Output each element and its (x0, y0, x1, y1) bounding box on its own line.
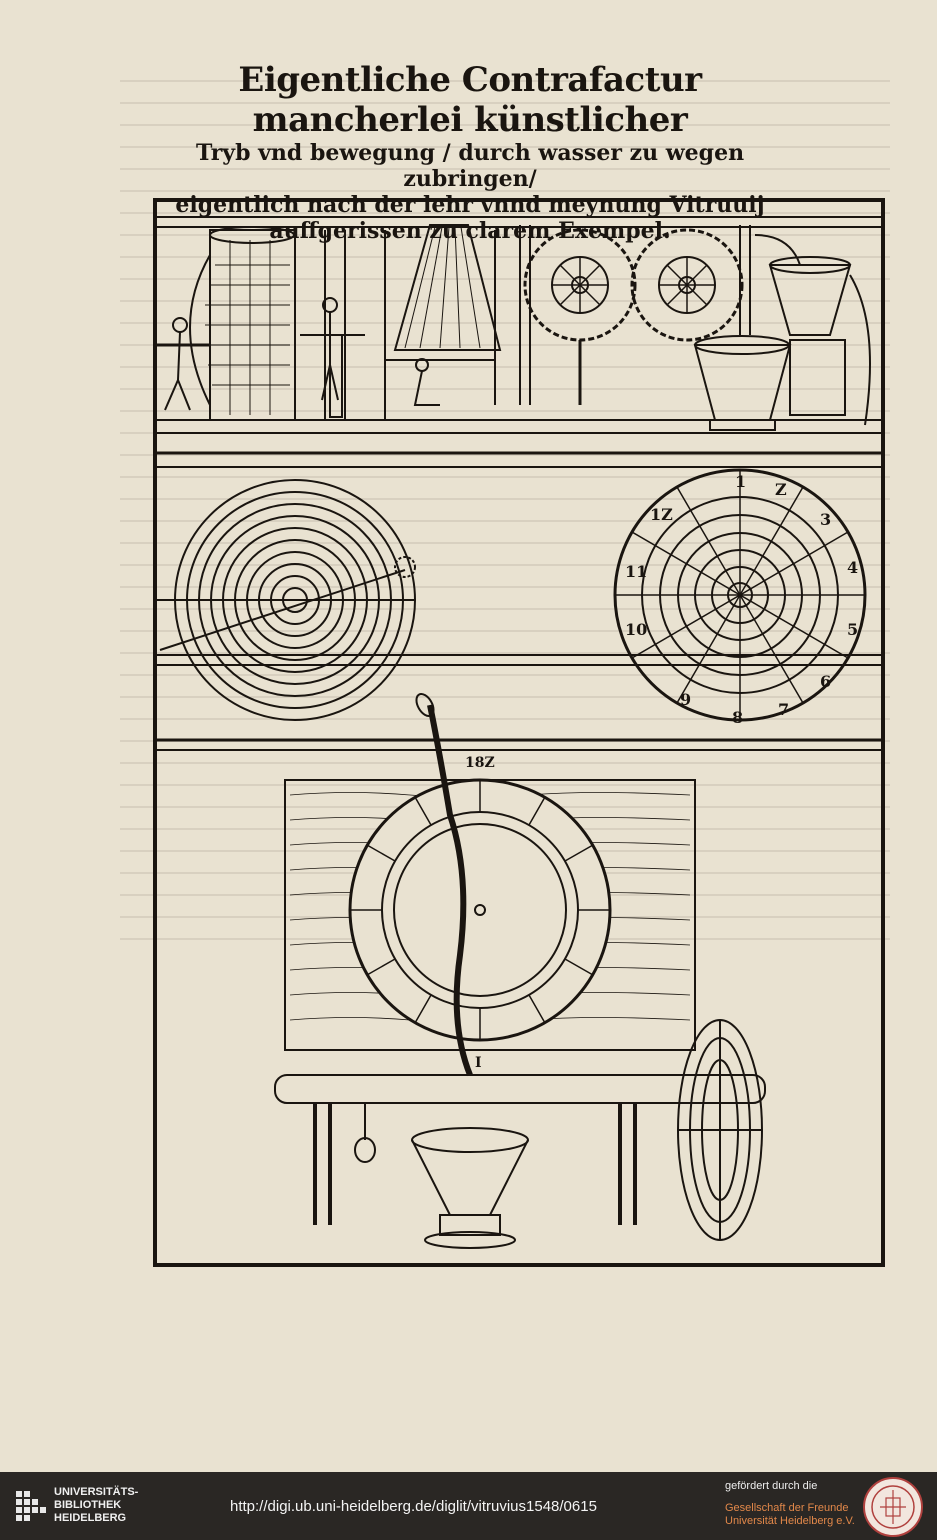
funded-by-label: gefördert durch die (725, 1480, 818, 1492)
library-name-line-3: HEIDELBERG (54, 1512, 127, 1524)
title-line-3: eigentlich nach der lehr vnnd meynung Vi… (175, 192, 765, 218)
lower-label: I (475, 1055, 482, 1071)
dial-number: Z (775, 480, 787, 499)
library-logo-icon (16, 1491, 46, 1521)
panel-machinery (155, 216, 883, 468)
dial-number: 8 (732, 708, 743, 727)
funder-name-line-2: Universität Heidelberg e.V. (725, 1515, 855, 1527)
library-name-line-1: UNIVERSITÄTS- (54, 1486, 139, 1498)
dial-number: 3 (820, 510, 831, 529)
page-title: Eigentliche Contrafactur mancherlei küns… (130, 60, 810, 244)
funder-name-line-1: Gesellschaft der Freunde (725, 1502, 849, 1514)
university-seal-icon (863, 1477, 923, 1537)
library-name-line-2: BIBLIOTHEK (54, 1499, 122, 1511)
title-line-2: Tryb vnd bewegung / durch wasser zu wege… (195, 140, 745, 192)
dial-number: 11 (625, 562, 647, 581)
dial-number: 10 (625, 620, 647, 639)
panel-zodiac-clock (274, 693, 766, 1249)
dial-number: 1Z (650, 505, 673, 524)
footer-bar: UNIVERSITÄTS- BIBLIOTHEK HEIDELBERG http… (0, 1472, 937, 1540)
dial-number: 4 (847, 558, 858, 577)
funder-name: Gesellschaft der Freunde Universität Hei… (725, 1502, 855, 1528)
title-line-1: Eigentliche Contrafactur mancherlei küns… (238, 60, 702, 140)
dial-number: 9 (680, 690, 691, 709)
dial-number: 7 (778, 700, 789, 719)
upper-dial-label: 18Z (465, 755, 495, 771)
panel-dials (155, 468, 883, 751)
dial-number: 1 (735, 472, 746, 491)
book-page: Eigentliche Contrafactur mancherlei küns… (0, 0, 937, 1472)
library-name: UNIVERSITÄTS- BIBLIOTHEK HEIDELBERG (54, 1486, 138, 1525)
permalink-url[interactable]: http://digi.ub.uni-heidelberg.de/diglit/… (230, 1498, 597, 1515)
woodcut-illustration: 1 Z 3 4 5 6 7 8 9 10 11 1Z (153, 198, 885, 1267)
dial-number: 5 (847, 620, 858, 639)
dial-number: 6 (820, 672, 831, 691)
